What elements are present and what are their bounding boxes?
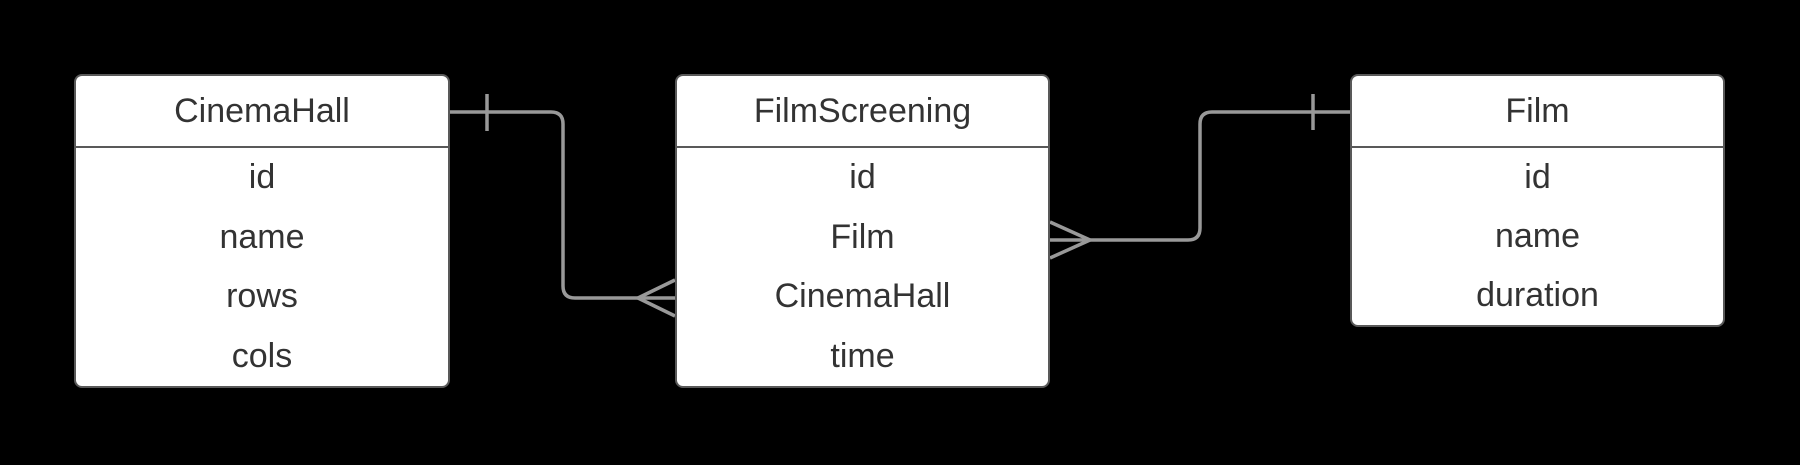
entity-field-list: id name rows cols — [76, 148, 448, 386]
field-row: cols — [231, 336, 293, 375]
entity-filmscreening[interactable]: FilmScreening id Film CinemaHall time — [675, 74, 1050, 388]
field-row: time — [830, 336, 895, 375]
connector-line — [450, 110, 675, 300]
crow-foot-many-icon — [1049, 220, 1091, 260]
entity-cinemahall[interactable]: CinemaHall id name rows cols — [74, 74, 450, 388]
entity-field-list: id name duration — [1352, 148, 1723, 325]
crow-foot-many-icon — [637, 278, 676, 318]
field-row: id — [1524, 158, 1551, 196]
relationship-cinemahall-filmscreening[interactable] — [450, 94, 676, 318]
entity-title: FilmScreening — [677, 76, 1048, 148]
field-row: id — [849, 158, 876, 197]
field-row: name — [219, 217, 305, 256]
relationship-filmscreening-film[interactable] — [1049, 94, 1350, 260]
entity-title: Film — [1352, 76, 1723, 148]
field-row: CinemaHall — [774, 277, 951, 316]
field-row: rows — [226, 277, 298, 316]
field-row: id — [248, 158, 276, 197]
field-row: name — [1494, 217, 1581, 255]
entity-film[interactable]: Film id name duration — [1350, 74, 1725, 327]
entity-title: CinemaHall — [76, 76, 448, 148]
field-row: Film — [830, 217, 895, 256]
field-row: duration — [1476, 276, 1599, 314]
entity-field-list: id Film CinemaHall time — [677, 148, 1048, 386]
connector-line — [1050, 110, 1350, 242]
